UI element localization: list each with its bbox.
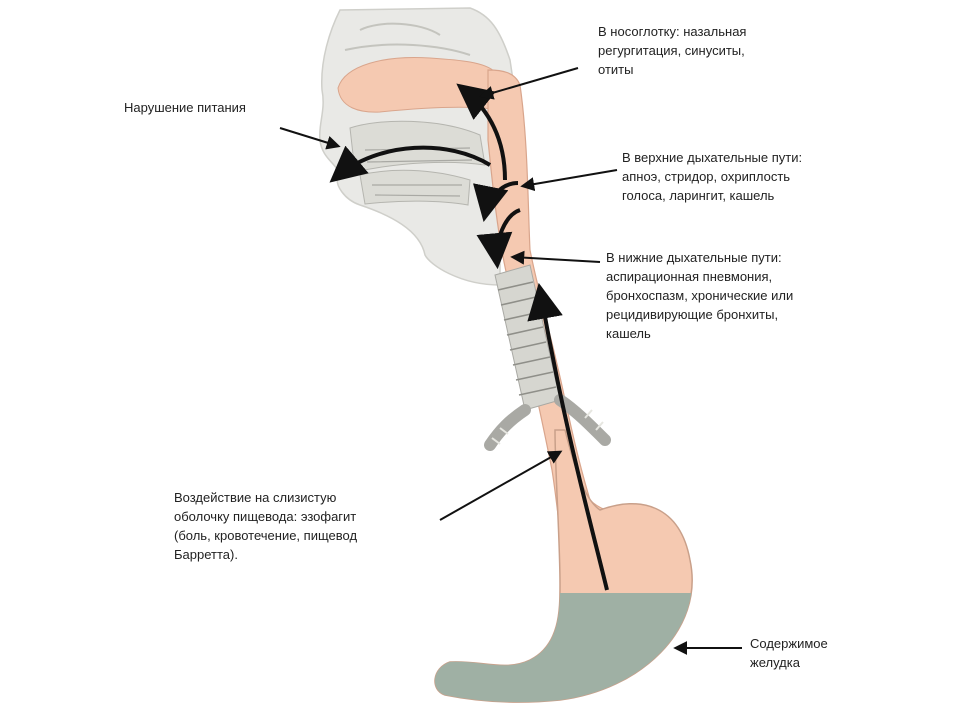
reflux-arrow-stomach-up bbox=[527, 282, 609, 591]
label-lower-airways: В нижние дыхательные пути: аспирационная… bbox=[606, 250, 794, 341]
pointer-nutrition bbox=[279, 127, 341, 150]
label-upper-airways: В верхние дыхательные пути: апноэ, стрид… bbox=[622, 150, 803, 203]
reflux-arrow-upper-airway bbox=[473, 181, 519, 223]
pointer-lower-airways bbox=[510, 250, 601, 265]
stomach bbox=[434, 429, 693, 703]
pointer-esophagus bbox=[439, 450, 563, 521]
reflux-arrows bbox=[329, 83, 609, 591]
trachea bbox=[484, 264, 611, 451]
pointer-nasopharynx bbox=[479, 67, 579, 100]
label-nutrition: Нарушение питания bbox=[124, 100, 246, 115]
pointer-arrows bbox=[279, 67, 742, 655]
reflux-arrow-lower-airway bbox=[476, 208, 521, 270]
label-stomach-contents: Содержимое желудка bbox=[750, 636, 828, 670]
label-esophagus: Воздействие на слизистую оболочку пищево… bbox=[174, 490, 358, 562]
label-nasopharynx: В носоглотку: назальная регургитация, си… bbox=[598, 24, 747, 77]
reflux-arrow-pharynx-to-nose bbox=[456, 83, 507, 181]
reflux-arrow-to-mouth bbox=[329, 145, 492, 183]
nasal-cavity bbox=[337, 57, 499, 113]
pointer-upper-airways bbox=[520, 169, 618, 192]
stomach-contents bbox=[434, 593, 693, 703]
oral-cavity bbox=[349, 120, 486, 206]
